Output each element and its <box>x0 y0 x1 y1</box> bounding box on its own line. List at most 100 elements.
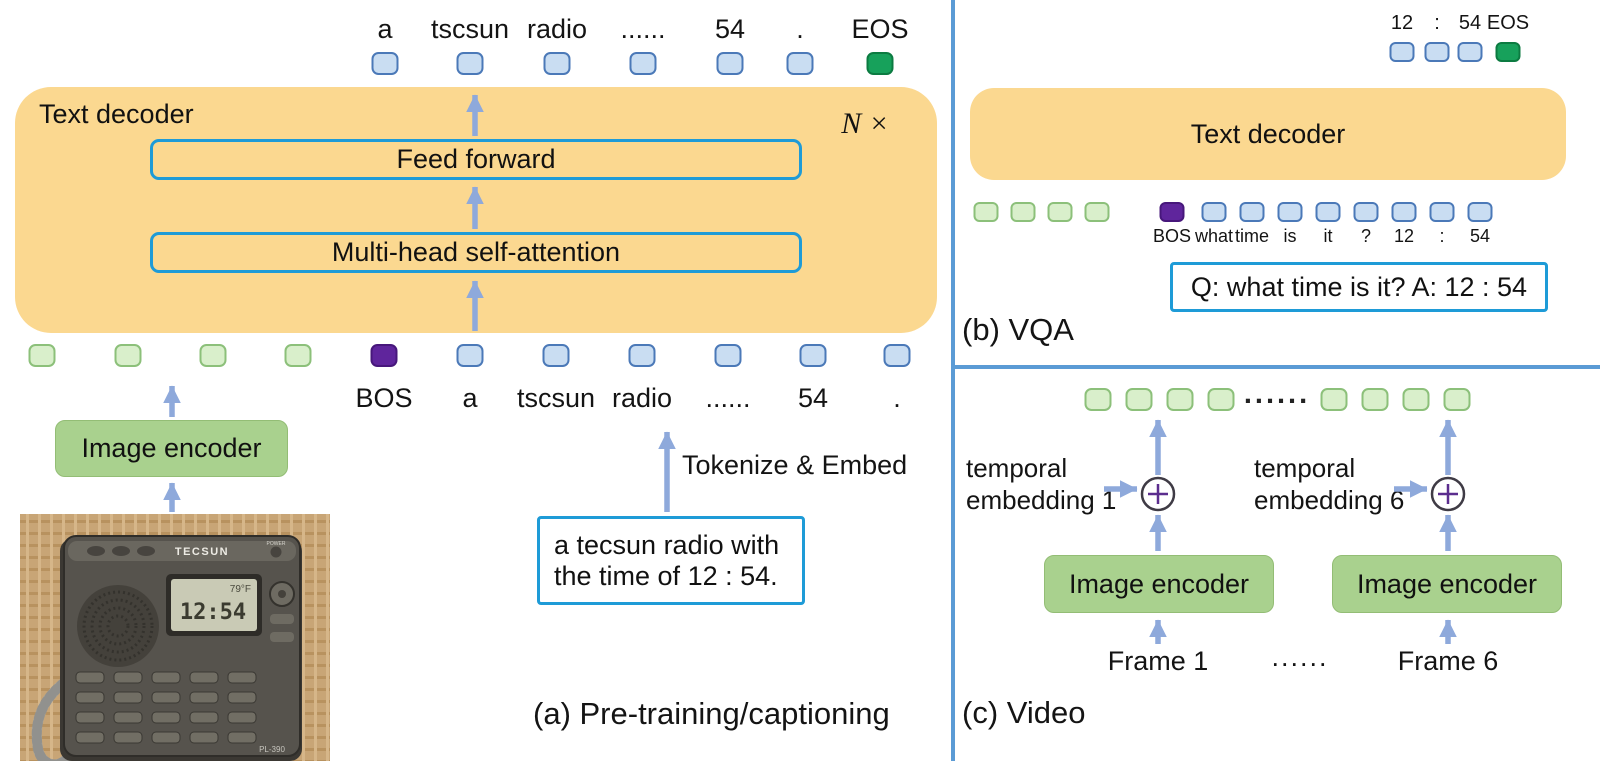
input-token-label: . <box>893 383 901 413</box>
circled-plus-1 <box>1140 476 1176 512</box>
input-token-label: ? <box>1360 226 1372 246</box>
output-token-label: radio <box>526 14 588 44</box>
input-token-label: 54 <box>797 383 829 413</box>
bos-token <box>370 344 398 367</box>
image-token <box>1047 202 1073 222</box>
input-token-label: 12 <box>1393 226 1415 246</box>
output-token-label: tscsun <box>430 14 510 44</box>
text-token <box>799 344 827 367</box>
tuning-knob-center <box>278 590 286 598</box>
radio-power-text: POWER <box>267 541 286 547</box>
image-token <box>1084 202 1110 222</box>
bos-token <box>1159 202 1185 222</box>
text-token <box>456 52 484 75</box>
text-token <box>542 344 570 367</box>
text-token <box>1353 202 1379 222</box>
power-button <box>270 546 282 558</box>
input-token-label: time <box>1234 226 1270 246</box>
lcd-temp-text: 79°F <box>230 584 251 595</box>
text-token <box>1389 42 1415 62</box>
circled-plus-6 <box>1430 476 1466 512</box>
text-token <box>714 344 742 367</box>
image-token <box>973 202 999 222</box>
lcd-time-text: 12:54 <box>180 600 246 625</box>
panel-c-caption: (c) Video <box>962 695 1086 730</box>
image-token <box>199 344 227 367</box>
input-token-label: tscsun <box>516 383 596 413</box>
input-token-label: BOS <box>355 383 413 413</box>
image-encoder-box-frame6: Image encoder <box>1332 555 1562 613</box>
text-token <box>1457 42 1483 62</box>
text-token <box>456 344 484 367</box>
frame-6-label: Frame 6 <box>1397 646 1499 676</box>
caption-line-1: a tecsun radio with <box>554 529 780 560</box>
panel-b-caption: (b) VQA <box>962 312 1074 347</box>
text-token <box>543 52 571 75</box>
text-token <box>629 52 657 75</box>
frame-ellipsis: ...... <box>1271 642 1329 672</box>
lcd-display <box>171 579 257 631</box>
image-encoder-box-frame1: Image encoder <box>1044 555 1274 613</box>
caption-line-2: the time of 12 : 54. <box>554 560 778 591</box>
radio-model-text: PL-390 <box>259 745 285 754</box>
text-token <box>1277 202 1303 222</box>
tokenize-embed-label: Tokenize & Embed <box>682 450 908 480</box>
radio-top-strip <box>68 541 296 561</box>
speaker-ring <box>90 598 146 654</box>
output-token-label: 54 <box>714 14 746 44</box>
caption-text-box: a tecsun radio with the time of 12 : 54. <box>537 516 805 605</box>
speaker-grille <box>77 585 159 667</box>
image-token <box>114 344 142 367</box>
text-token <box>628 344 656 367</box>
text-token <box>1201 202 1227 222</box>
repeat-n-label: N × <box>841 107 889 140</box>
vertical-divider <box>951 0 955 761</box>
text-decoder-block: Text decoder N × <box>15 87 937 333</box>
speaker-ring <box>98 606 138 646</box>
video-token <box>1166 388 1194 411</box>
video-token <box>1125 388 1153 411</box>
video-token <box>1402 388 1430 411</box>
qa-text-box: Q: what time is it? A: 12 : 54 <box>1170 262 1548 312</box>
horizontal-divider <box>955 365 1600 369</box>
frame-1-label: Frame 1 <box>1107 646 1209 676</box>
input-token-label: : <box>1439 226 1445 246</box>
input-token-label: radio <box>611 383 673 413</box>
input-token-label: a <box>462 383 478 413</box>
text-token <box>371 52 399 75</box>
video-token <box>1084 388 1112 411</box>
temporal-embedding-1-label: temporal embedding 1 <box>966 452 1116 516</box>
output-token-label: EOS <box>1486 12 1530 34</box>
text-token <box>716 52 744 75</box>
video-token <box>1320 388 1348 411</box>
output-token-label: a <box>377 14 393 44</box>
self-attention-box: Multi-head self-attention <box>150 232 802 273</box>
text-token <box>1467 202 1493 222</box>
output-token-label: EOS <box>851 14 909 44</box>
text-token <box>1239 202 1265 222</box>
video-token <box>1443 388 1471 411</box>
image-token <box>284 344 312 367</box>
text-token <box>786 52 814 75</box>
feed-forward-box: Feed forward <box>150 139 802 180</box>
temporal-6-line1: temporal <box>1254 453 1356 483</box>
speaker-ring <box>82 590 154 662</box>
image-token <box>1010 202 1036 222</box>
video-token <box>1361 388 1389 411</box>
input-token-label: ...... <box>705 383 751 413</box>
text-token <box>1315 202 1341 222</box>
text-token <box>883 344 911 367</box>
radio-brand-text: TECSUN <box>175 546 229 558</box>
eos-token <box>1495 42 1521 62</box>
text-token <box>1429 202 1455 222</box>
temporal-embedding-6-label: temporal embedding 6 <box>1254 452 1404 516</box>
input-token-label: 54 <box>1469 226 1491 246</box>
output-token-label: . <box>796 14 804 44</box>
output-token-label: 54 <box>1458 12 1482 34</box>
input-token-label: is <box>1283 226 1297 246</box>
image-token <box>28 344 56 367</box>
text-token <box>1391 202 1417 222</box>
side-button <box>270 614 294 624</box>
panel-a-caption: (a) Pre-training/captioning <box>533 696 890 731</box>
